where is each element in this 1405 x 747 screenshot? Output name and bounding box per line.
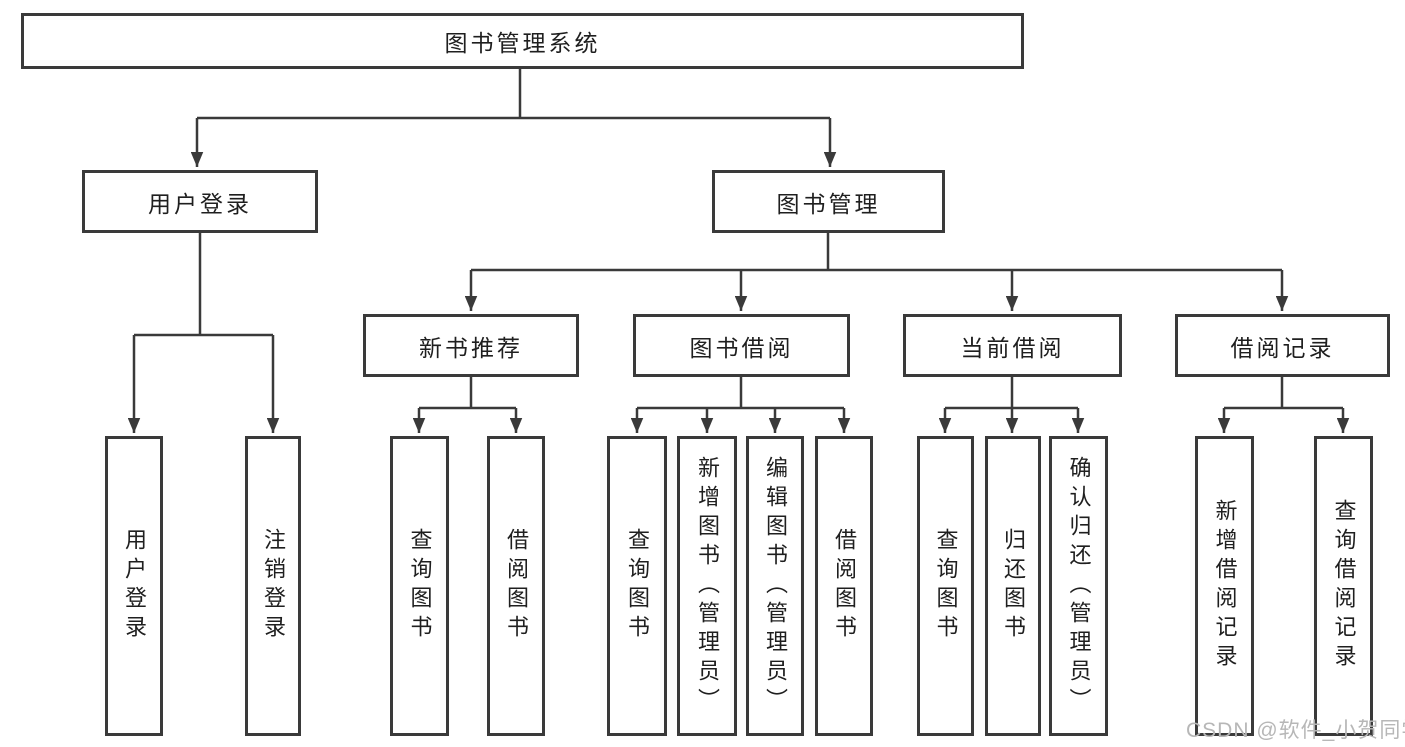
- node-label: 用户登录: [148, 190, 252, 217]
- node-label: 编辑图书（管理员）: [763, 455, 788, 717]
- node-label: 用户登录: [122, 528, 147, 644]
- node-label: 借阅图书: [832, 528, 857, 644]
- node-label: 图书管理: [776, 190, 881, 217]
- node-label: 查询图书: [625, 528, 650, 644]
- node-book-borrowing: 图书借阅: [633, 314, 850, 377]
- node-label: 新增图书（管理员）: [695, 455, 720, 717]
- node-leaf-user-login: 用户登录: [105, 436, 163, 736]
- node-label: 查询借阅记录: [1331, 499, 1357, 673]
- csdn-watermark: CSDN @软件_小贺同学: [1186, 719, 1405, 742]
- node-leaf-confirm-return-admin: 确认归还（管理员）: [1049, 436, 1108, 736]
- node-leaf-logout: 注销登录: [245, 436, 301, 736]
- node-label: 归还图书: [1001, 528, 1026, 644]
- node-borrowing-records: 借阅记录: [1175, 314, 1390, 377]
- node-leaf-borrow-query-books: 查询图书: [607, 436, 667, 736]
- node-user-login: 用户登录: [82, 170, 318, 233]
- node-label: 注销登录: [261, 528, 286, 644]
- node-label: 确认归还（管理员）: [1066, 455, 1092, 717]
- node-leaf-add-books-admin: 新增图书（管理员）: [677, 436, 737, 736]
- node-label: 借阅记录: [1230, 334, 1335, 361]
- node-leaf-recommend-borrow-books: 借阅图书: [487, 436, 545, 736]
- node-leaf-recommend-query-books: 查询图书: [390, 436, 449, 736]
- node-leaf-add-borrow-record: 新增借阅记录: [1195, 436, 1254, 736]
- node-leaf-current-query-books: 查询图书: [917, 436, 974, 736]
- node-label: 新增借阅记录: [1212, 499, 1238, 673]
- node-label: 查询图书: [933, 528, 959, 644]
- node-book-management: 图书管理: [712, 170, 945, 233]
- node-current-borrowing: 当前借阅: [903, 314, 1122, 377]
- node-leaf-edit-books-admin: 编辑图书（管理员）: [746, 436, 804, 736]
- node-label: 查询图书: [407, 528, 433, 644]
- node-label: 当前借阅: [960, 334, 1065, 361]
- node-leaf-query-borrow-record: 查询借阅记录: [1314, 436, 1373, 736]
- node-leaf-borrow-borrow-books: 借阅图书: [815, 436, 873, 736]
- node-library-management-system: 图书管理系统: [21, 13, 1024, 69]
- node-leaf-return-books: 归还图书: [985, 436, 1041, 736]
- node-label: 新书推荐: [419, 334, 523, 361]
- node-label: 图书借阅: [689, 334, 794, 361]
- node-label: 借阅图书: [504, 528, 529, 644]
- node-label: 图书管理系统: [444, 30, 601, 56]
- node-new-book-recommendation: 新书推荐: [363, 314, 579, 377]
